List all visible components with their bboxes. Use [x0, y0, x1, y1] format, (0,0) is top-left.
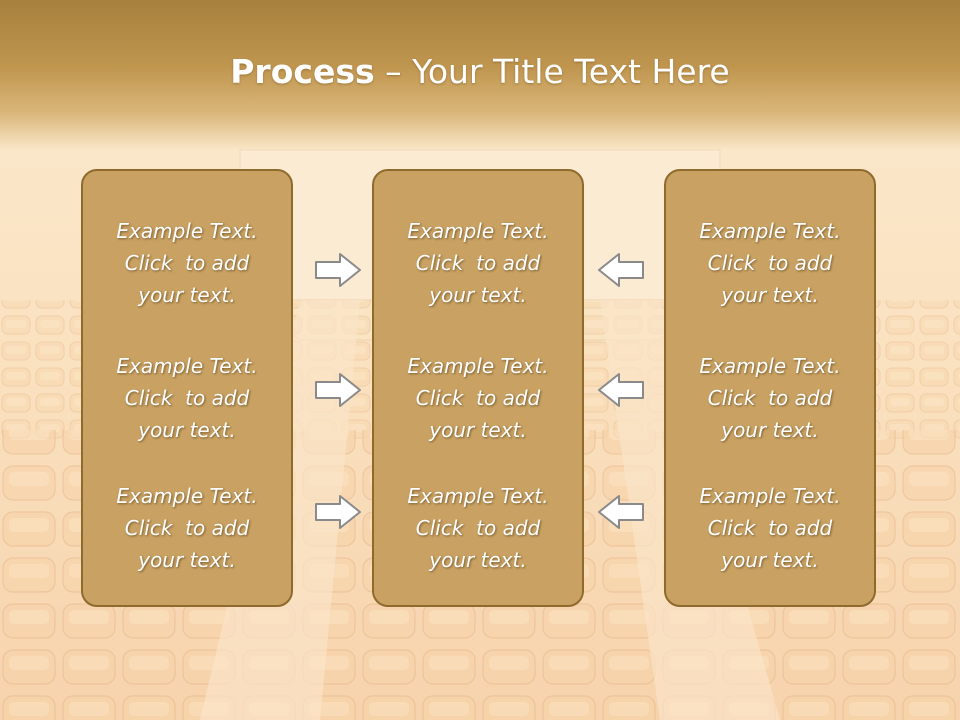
text-line: your text. — [429, 418, 527, 442]
left-arrow-icon — [597, 494, 645, 530]
text-line: Example Text. — [116, 219, 258, 243]
panel-text-block[interactable]: Example Text. Click to add your text. — [83, 350, 291, 446]
right-arrow-icon — [314, 372, 362, 408]
text-line: Click to add — [707, 516, 833, 540]
text-line: Example Text. — [407, 219, 549, 243]
process-panel-center[interactable]: Example Text. Click to add your text. Ex… — [372, 169, 584, 607]
text-line: Click to add — [124, 386, 250, 410]
text-line: Example Text. — [407, 354, 549, 378]
text-line: Click to add — [415, 516, 541, 540]
right-arrow-icon — [314, 494, 362, 530]
left-arrow-icon — [597, 372, 645, 408]
text-line: Example Text. — [407, 484, 549, 508]
text-line: Click to add — [415, 251, 541, 275]
slide-title[interactable]: Process – Your Title Text Here — [0, 52, 960, 91]
panel-text-block[interactable]: Example Text. Click to add your text. — [666, 480, 874, 576]
text-line: your text. — [138, 548, 236, 572]
text-line: Click to add — [707, 251, 833, 275]
process-panel-left[interactable]: Example Text. Click to add your text. Ex… — [81, 169, 293, 607]
title-bold-text: Process — [230, 52, 375, 91]
panel-text-block[interactable]: Example Text. Click to add your text. — [666, 350, 874, 446]
text-line: Example Text. — [116, 354, 258, 378]
text-line: your text. — [721, 283, 819, 307]
text-line: Example Text. — [699, 354, 841, 378]
text-line: Click to add — [124, 251, 250, 275]
text-line: Click to add — [415, 386, 541, 410]
left-arrow-icon — [597, 252, 645, 288]
text-line: your text. — [138, 283, 236, 307]
text-line: Example Text. — [116, 484, 258, 508]
text-line: your text. — [721, 418, 819, 442]
title-band — [0, 0, 960, 150]
title-rest-text: – Your Title Text Here — [374, 52, 730, 91]
panel-text-block[interactable]: Example Text. Click to add your text. — [374, 350, 582, 446]
text-line: your text. — [138, 418, 236, 442]
right-arrow-icon — [314, 252, 362, 288]
text-line: Click to add — [124, 516, 250, 540]
panel-text-block[interactable]: Example Text. Click to add your text. — [83, 215, 291, 311]
text-line: your text. — [429, 548, 527, 572]
text-line: your text. — [721, 548, 819, 572]
panel-text-block[interactable]: Example Text. Click to add your text. — [374, 215, 582, 311]
text-line: Example Text. — [699, 219, 841, 243]
text-line: Click to add — [707, 386, 833, 410]
text-line: Example Text. — [699, 484, 841, 508]
panel-text-block[interactable]: Example Text. Click to add your text. — [83, 480, 291, 576]
panel-text-block[interactable]: Example Text. Click to add your text. — [666, 215, 874, 311]
panel-text-block[interactable]: Example Text. Click to add your text. — [374, 480, 582, 576]
process-panel-right[interactable]: Example Text. Click to add your text. Ex… — [664, 169, 876, 607]
text-line: your text. — [429, 283, 527, 307]
